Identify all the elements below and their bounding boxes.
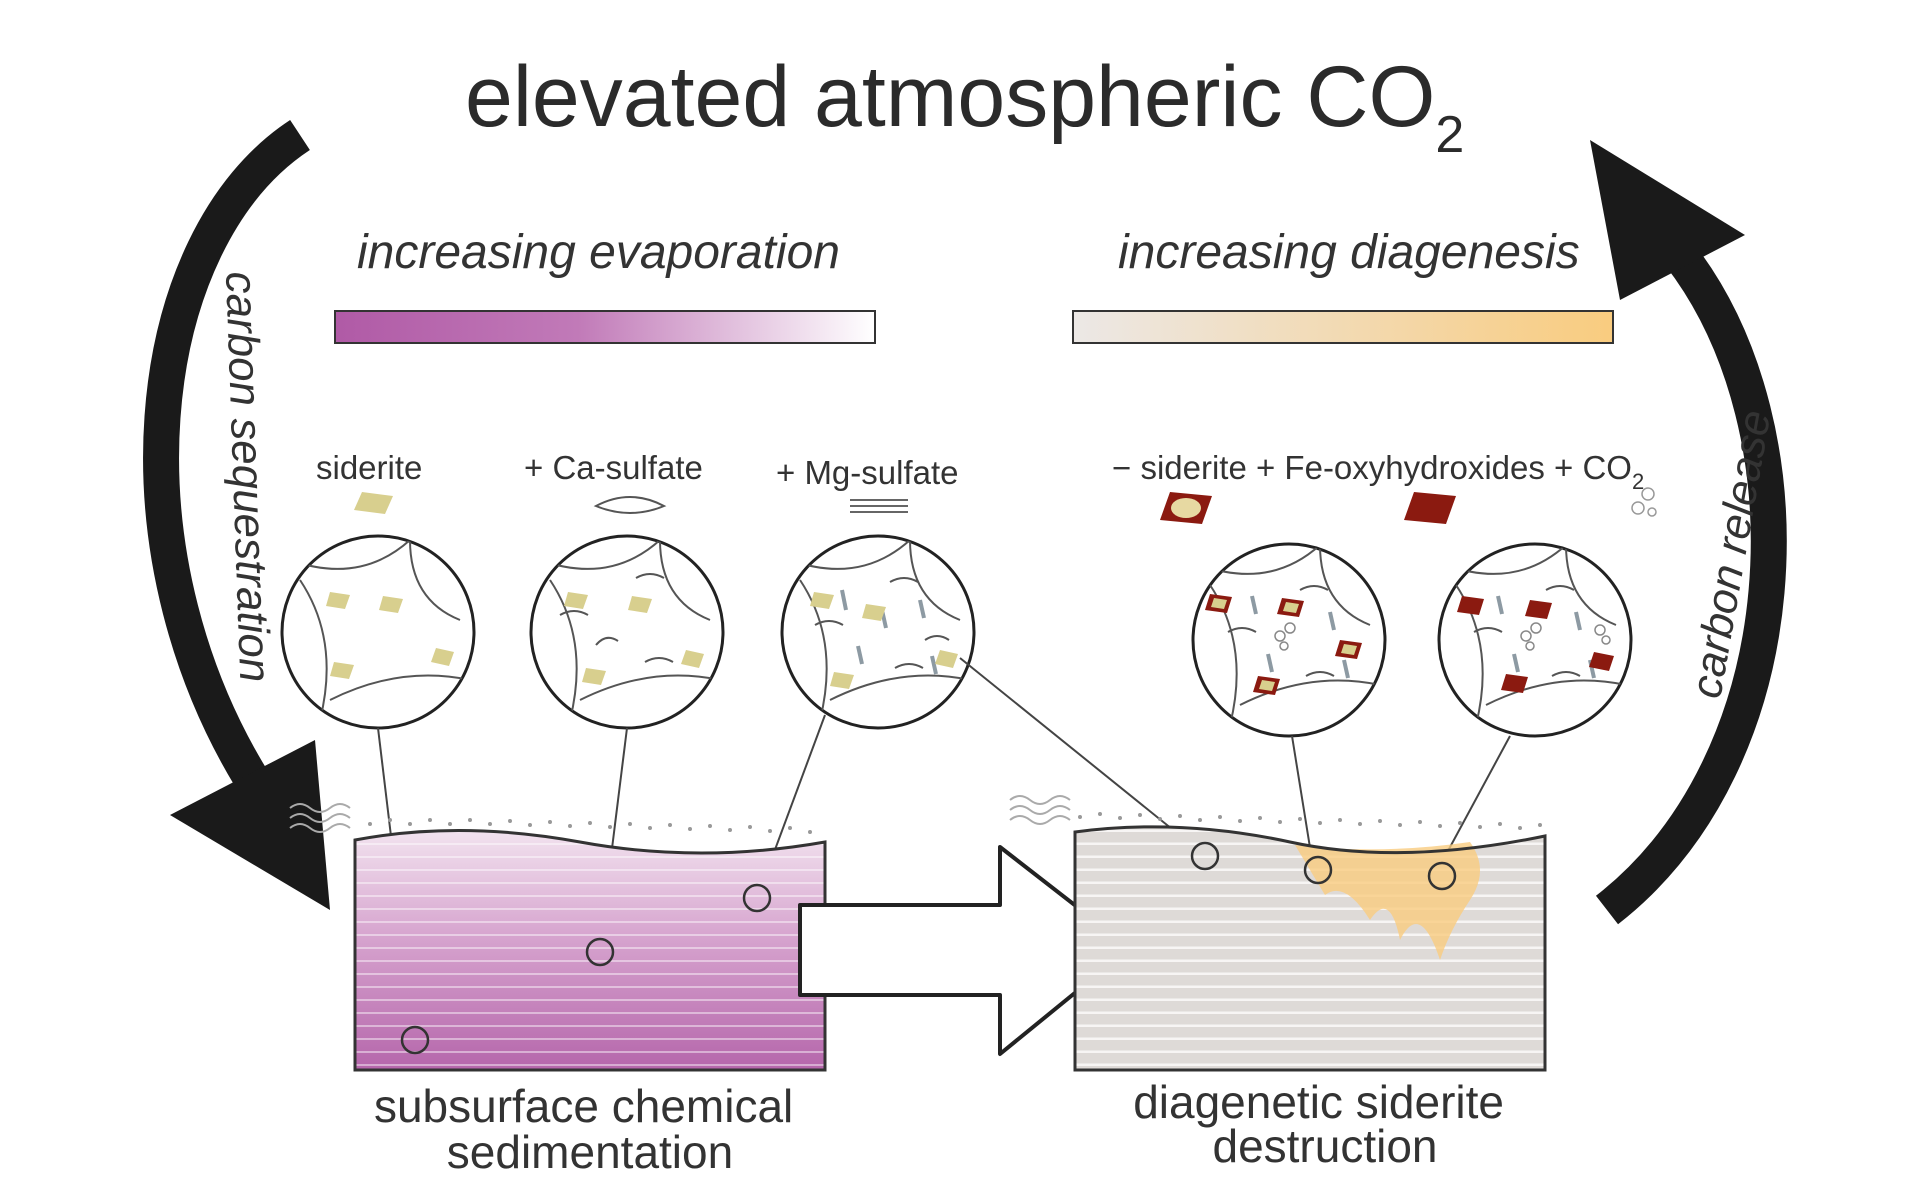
zoom-circle-ca-sulfate: [529, 534, 725, 730]
sample-locations-left: [400, 883, 772, 1055]
evaporation-gradient-bar: [334, 310, 876, 344]
zoom-circle-siderite: [280, 534, 476, 730]
altered-siderite-symbol: [1160, 492, 1212, 524]
label-ca-sulfate: + Ca-sulfate: [524, 449, 703, 486]
co2-bubbles-symbol: [1631, 487, 1657, 517]
sediment-block-left: [353, 829, 827, 1072]
surface-sediment-dots-right: [1078, 812, 1542, 830]
ca-sulfate-symbol: [593, 496, 667, 514]
label-alteration: − siderite + Fe-oxyhydroxides + CO2: [1112, 449, 1644, 494]
sample-locations-right: [1190, 841, 1457, 891]
zoom-circle-late-diagenesis: [1437, 542, 1633, 738]
figure-title: elevated atmospheric CO2: [465, 49, 1464, 164]
mg-sulfate-symbol: [850, 499, 908, 513]
diagenetic-front: [1295, 842, 1480, 960]
surface-sediment-dots-left: [368, 818, 812, 834]
label-siderite: siderite: [316, 449, 422, 486]
diagenesis-gradient-bar: [1072, 310, 1614, 344]
carbon-sequestration-arrow: [143, 119, 330, 910]
zoom-circle-mg-sulfate: [780, 534, 976, 730]
evaporation-label: increasing evaporation: [357, 226, 840, 279]
fe-oxyhydroxide-symbol: [1404, 492, 1456, 524]
water-waves-left-icon: [289, 803, 351, 833]
siderite-symbol: [354, 492, 393, 514]
transition-arrow: [798, 845, 1132, 1056]
caption-left: subsurface chemical sedimentation: [374, 1080, 806, 1178]
sediment-block-right: [1073, 825, 1547, 1072]
caption-right: diagenetic siderite destruction: [1133, 1076, 1517, 1172]
water-waves-right-icon: [1009, 795, 1071, 825]
zoom-circle-early-diagenesis: [1191, 542, 1387, 738]
label-mg-sulfate: + Mg-sulfate: [776, 454, 959, 491]
diagenesis-label: increasing diagenesis: [1118, 226, 1580, 279]
carbon-release-arrow: [1590, 140, 1787, 925]
carbon-sequestration-label: carbon sequestration: [216, 271, 279, 683]
